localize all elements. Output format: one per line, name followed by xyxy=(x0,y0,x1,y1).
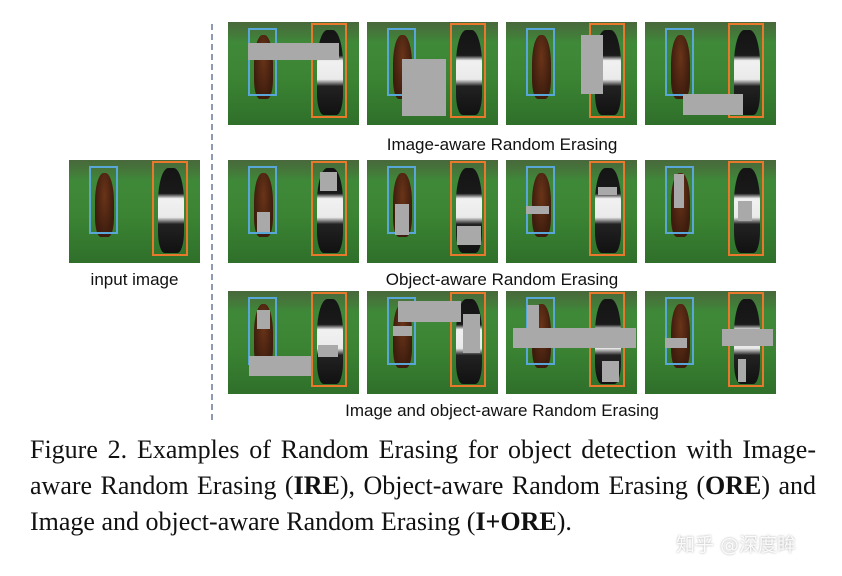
pinto-horse xyxy=(456,30,482,115)
orange-bounding-box xyxy=(152,161,188,256)
erased-region xyxy=(738,201,753,221)
example-image xyxy=(506,160,637,263)
erased-region xyxy=(526,305,539,330)
example-image xyxy=(367,22,498,125)
example-image xyxy=(367,160,498,263)
blue-bounding-box xyxy=(665,297,694,365)
example-image xyxy=(506,22,637,125)
caption-suffix: ). xyxy=(556,507,572,536)
example-image xyxy=(228,22,359,125)
erased-region xyxy=(525,206,550,214)
example-image xyxy=(228,291,359,394)
brown-horse xyxy=(671,304,690,368)
erased-region xyxy=(319,172,337,191)
example-image xyxy=(645,160,776,263)
blue-bounding-box xyxy=(665,28,694,96)
erased-region xyxy=(580,35,603,95)
example-image xyxy=(228,160,359,263)
erased-region xyxy=(512,328,636,348)
blue-bounding-box xyxy=(248,28,277,96)
caption-mid-1: ), Object-aware Random Erasing ( xyxy=(339,471,705,500)
erased-region xyxy=(601,361,619,382)
orange-bounding-box xyxy=(450,23,486,118)
orange-bounding-box xyxy=(311,292,347,387)
example-image xyxy=(645,291,776,394)
caption-bold-iore: I+ORE xyxy=(475,507,557,536)
blue-bounding-box xyxy=(89,166,118,234)
orange-bounding-box xyxy=(728,23,764,118)
brown-horse xyxy=(532,173,551,237)
erased-region xyxy=(462,313,480,353)
input-image xyxy=(69,160,200,263)
brown-horse xyxy=(532,35,551,99)
erased-region xyxy=(318,344,339,357)
row-label-object-aware: Object-aware Random Erasing xyxy=(385,270,619,289)
input-image-label: input image xyxy=(90,270,179,289)
erased-region xyxy=(256,309,270,330)
brown-horse xyxy=(671,35,690,99)
erased-region xyxy=(247,42,340,61)
row-label-image-aware: Image-aware Random Erasing xyxy=(386,135,618,154)
orange-bounding-box xyxy=(311,23,347,118)
pinto-horse xyxy=(158,168,184,253)
orange-bounding-box xyxy=(311,161,347,256)
row-label-image-and-object-aware: Image and object-aware Random Erasing xyxy=(345,401,659,420)
erased-region xyxy=(457,225,481,246)
brown-horse xyxy=(95,173,114,237)
erased-region xyxy=(722,329,774,346)
erased-region xyxy=(682,94,744,115)
dashed-divider xyxy=(211,24,213,420)
blue-bounding-box xyxy=(387,297,416,365)
erased-region xyxy=(673,174,685,209)
example-image xyxy=(645,22,776,125)
watermark: 知乎 @深度眸 xyxy=(676,534,797,556)
caption-bold-ore: ORE xyxy=(705,471,762,500)
caption-prefix: Figure 2. Examples of Random Erasing for… xyxy=(30,435,816,500)
pinto-horse xyxy=(317,299,343,384)
blue-bounding-box xyxy=(526,28,555,96)
erased-region xyxy=(394,204,409,236)
figure-caption: Figure 2. Examples of Random Erasing for… xyxy=(30,432,816,540)
erased-region xyxy=(248,355,311,377)
caption-bold-ire: IRE xyxy=(293,471,340,500)
orange-bounding-box xyxy=(728,161,764,256)
example-image xyxy=(506,291,637,394)
blue-bounding-box xyxy=(526,166,555,234)
blue-bounding-box xyxy=(665,166,694,234)
orange-bounding-box xyxy=(450,292,486,387)
erased-region xyxy=(398,301,462,322)
blue-bounding-box xyxy=(248,297,277,365)
erased-region xyxy=(402,59,446,116)
erased-region xyxy=(738,358,746,382)
orange-bounding-box xyxy=(589,161,625,256)
pinto-horse xyxy=(595,168,621,253)
orange-bounding-box xyxy=(450,161,486,256)
caption-mid-2: ) and Image and object-aware Random Eras… xyxy=(30,471,816,536)
example-image xyxy=(367,291,498,394)
erased-region xyxy=(597,186,618,195)
blue-bounding-box xyxy=(248,166,277,234)
erased-region xyxy=(256,211,270,233)
erased-region xyxy=(393,326,412,337)
erased-region xyxy=(664,338,687,348)
